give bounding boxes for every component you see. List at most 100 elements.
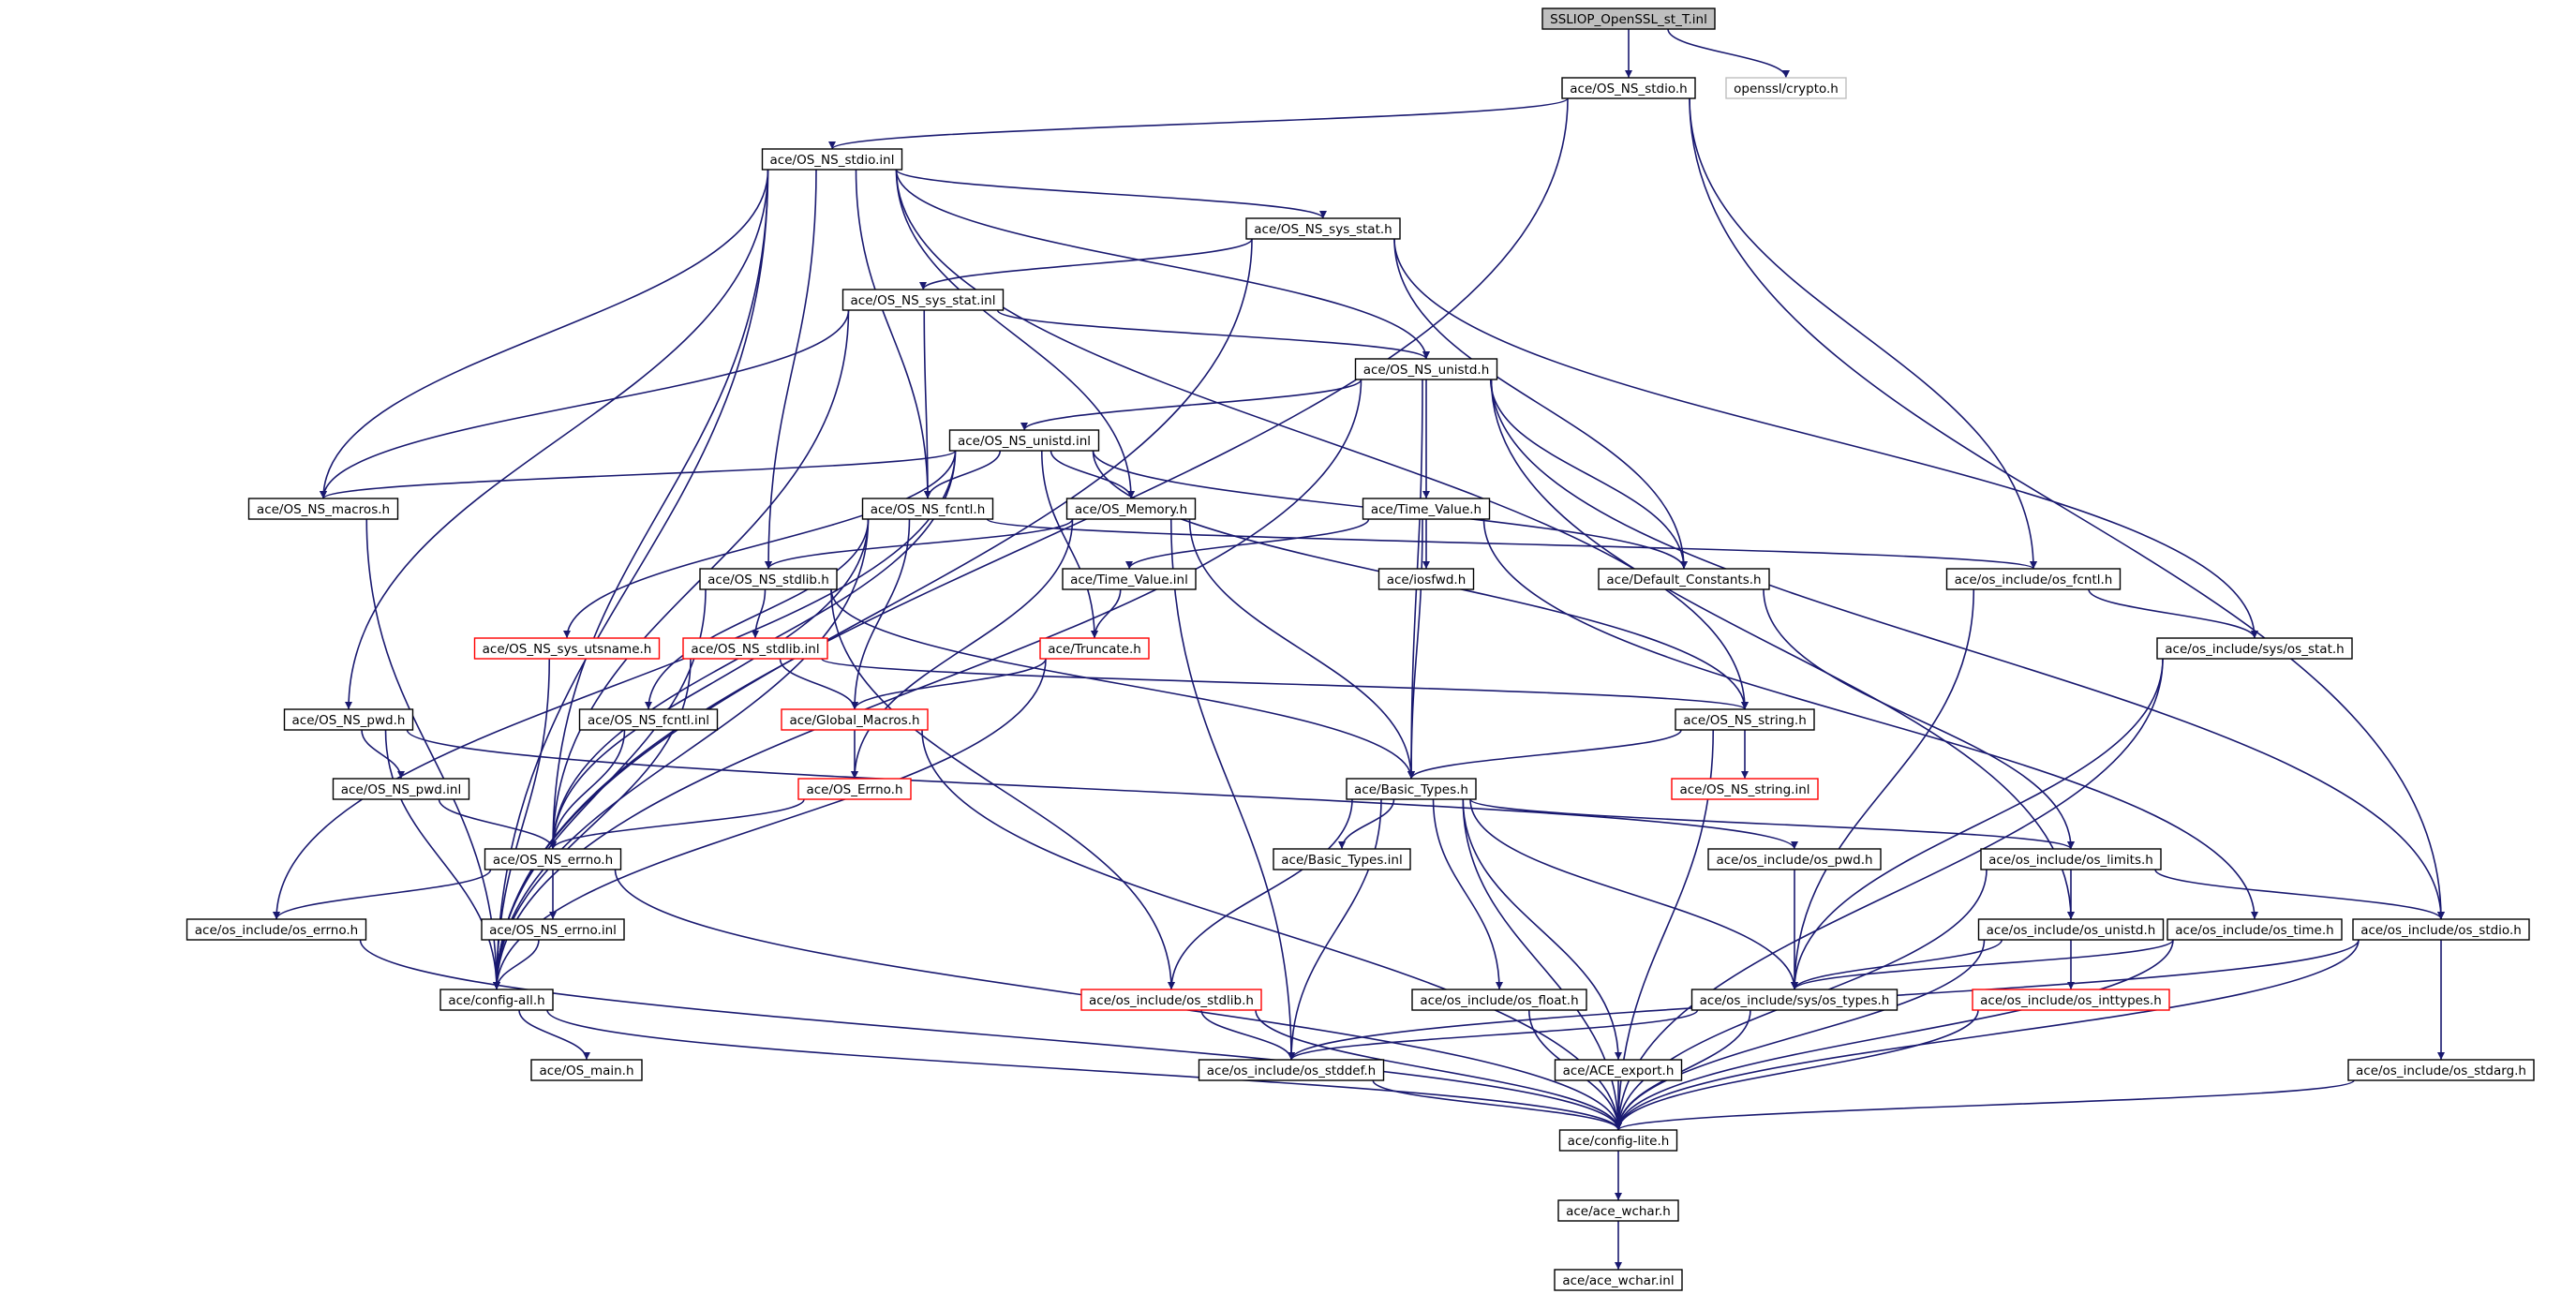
- node-box[interactable]: [1554, 1059, 1683, 1081]
- node-box[interactable]: [2167, 918, 2343, 941]
- node-pwd-h[interactable]: ace/OS_NS_pwd.h: [283, 708, 414, 731]
- node-box[interactable]: [1945, 568, 2122, 590]
- node-box[interactable]: [530, 1059, 643, 1081]
- node-string-inl[interactable]: ace/OS_NS_string.inl: [1671, 778, 1819, 800]
- node-time-value-h[interactable]: ace/Time_Value.h: [1362, 498, 1491, 520]
- node-ace-wchar-inl[interactable]: ace/ace_wchar.inl: [1554, 1269, 1683, 1291]
- node-osi-stdlib[interactable]: ace/os_include/os_stdlib.h: [1080, 989, 1262, 1011]
- node-box[interactable]: [1554, 1269, 1683, 1291]
- node-global-macros[interactable]: ace/Global_Macros.h: [781, 708, 929, 731]
- node-box[interactable]: [1675, 708, 1815, 731]
- node-box[interactable]: [1558, 1129, 1678, 1152]
- node-root[interactable]: SSLIOP_OpenSSL_st_T.inl: [1541, 7, 1716, 30]
- node-osi-limits[interactable]: ace/os_include/os_limits.h: [1980, 848, 2162, 870]
- node-box[interactable]: [797, 778, 912, 800]
- node-errno-h[interactable]: ace/OS_NS_errno.h: [484, 848, 622, 870]
- node-basic-types-inl[interactable]: ace/Basic_Types.inl: [1273, 848, 1411, 870]
- node-os-main[interactable]: ace/OS_main.h: [530, 1059, 643, 1081]
- node-box[interactable]: [1198, 1059, 1385, 1081]
- node-pwd-inl[interactable]: ace/OS_NS_pwd.inl: [332, 778, 470, 800]
- node-box[interactable]: [1707, 848, 1882, 870]
- node-sys-types[interactable]: ace/os_include/sys/os_types.h: [1690, 989, 1898, 1011]
- node-box[interactable]: [1671, 778, 1819, 800]
- node-box[interactable]: [578, 708, 719, 731]
- node-truncate[interactable]: ace/Truncate.h: [1039, 637, 1150, 660]
- node-box[interactable]: [1972, 989, 2170, 1011]
- node-ace-export[interactable]: ace/ACE_export.h: [1554, 1059, 1683, 1081]
- node-sys-stat-h[interactable]: ace/OS_NS_sys_stat.h: [1245, 217, 1401, 240]
- node-box[interactable]: [1346, 778, 1477, 800]
- node-box[interactable]: [948, 429, 1100, 452]
- node-basic-types[interactable]: ace/Basic_Types.h: [1346, 778, 1477, 800]
- node-box[interactable]: [1977, 918, 2165, 941]
- node-box[interactable]: [841, 289, 1005, 311]
- node-config-all[interactable]: ace/config-all.h: [439, 989, 554, 1011]
- node-default-constants[interactable]: ace/Default_Constants.h: [1598, 568, 1770, 590]
- node-box[interactable]: [1690, 989, 1898, 1011]
- node-box[interactable]: [1080, 989, 1262, 1011]
- node-osi-stdio[interactable]: ace/os_include/os_stdio.h: [2352, 918, 2530, 941]
- node-box[interactable]: [1561, 77, 1696, 99]
- node-box[interactable]: [1980, 848, 2162, 870]
- node-osi-stdarg[interactable]: ace/os_include/os_stdarg.h: [2347, 1059, 2535, 1081]
- node-box[interactable]: [1362, 498, 1491, 520]
- node-osi-time[interactable]: ace/os_include/os_time.h: [2167, 918, 2343, 941]
- node-osi-pwd[interactable]: ace/os_include/os_pwd.h: [1707, 848, 1882, 870]
- node-box[interactable]: [699, 568, 838, 590]
- node-box[interactable]: [247, 498, 399, 520]
- node-memory[interactable]: ace/OS_Memory.h: [1065, 498, 1197, 520]
- node-unistd-inl[interactable]: ace/OS_NS_unistd.inl: [948, 429, 1100, 452]
- node-osi-float[interactable]: ace/os_include/os_float.h: [1411, 989, 1587, 1011]
- node-fcntl-inl[interactable]: ace/OS_NS_fcntl.inl: [578, 708, 719, 731]
- node-config-lite[interactable]: ace/config-lite.h: [1558, 1129, 1678, 1152]
- node-os-errno-h[interactable]: ace/OS_Errno.h: [797, 778, 912, 800]
- node-box[interactable]: [484, 848, 622, 870]
- node-box[interactable]: [1354, 358, 1498, 380]
- node-box[interactable]: [761, 148, 903, 171]
- node-box[interactable]: [1557, 1199, 1679, 1222]
- node-box[interactable]: [186, 918, 367, 941]
- node-box[interactable]: [481, 918, 625, 941]
- node-iosfwd[interactable]: ace/iosfwd.h: [1377, 568, 1475, 590]
- node-box[interactable]: [2156, 637, 2353, 660]
- node-errno-inl[interactable]: ace/OS_NS_errno.inl: [481, 918, 625, 941]
- node-box[interactable]: [473, 637, 661, 660]
- node-osi-unistd[interactable]: ace/os_include/os_unistd.h: [1977, 918, 2165, 941]
- node-box[interactable]: [1598, 568, 1770, 590]
- node-fcntl-h[interactable]: ace/OS_NS_fcntl.h: [861, 498, 994, 520]
- node-box[interactable]: [682, 637, 828, 660]
- node-box[interactable]: [1065, 498, 1197, 520]
- node-osi-errno[interactable]: ace/os_include/os_errno.h: [186, 918, 367, 941]
- node-osi-stddef[interactable]: ace/os_include/os_stddef.h: [1198, 1059, 1385, 1081]
- node-stdlib-h[interactable]: ace/OS_NS_stdlib.h: [699, 568, 838, 590]
- node-osi-fcntl[interactable]: ace/os_include/os_fcntl.h: [1945, 568, 2122, 590]
- node-stdio-inl[interactable]: ace/OS_NS_stdio.inl: [761, 148, 903, 171]
- node-box[interactable]: [1725, 77, 1847, 99]
- node-utsname[interactable]: ace/OS_NS_sys_utsname.h: [473, 637, 661, 660]
- node-string-h[interactable]: ace/OS_NS_string.h: [1675, 708, 1815, 731]
- node-box[interactable]: [1245, 217, 1401, 240]
- node-box[interactable]: [1039, 637, 1150, 660]
- node-crypto[interactable]: openssl/crypto.h: [1725, 77, 1847, 99]
- node-box[interactable]: [2347, 1059, 2535, 1081]
- node-time-value-inl[interactable]: ace/Time_Value.inl: [1062, 568, 1197, 590]
- node-macros[interactable]: ace/OS_NS_macros.h: [247, 498, 399, 520]
- node-stdio-h[interactable]: ace/OS_NS_stdio.h: [1561, 77, 1696, 99]
- node-box[interactable]: [1062, 568, 1197, 590]
- node-box[interactable]: [1411, 989, 1587, 1011]
- node-sys-os-stat[interactable]: ace/os_include/sys/os_stat.h: [2156, 637, 2353, 660]
- node-unistd-h[interactable]: ace/OS_NS_unistd.h: [1354, 358, 1498, 380]
- node-box[interactable]: [861, 498, 994, 520]
- node-box[interactable]: [781, 708, 929, 731]
- node-box[interactable]: [283, 708, 414, 731]
- node-box[interactable]: [332, 778, 470, 800]
- node-box[interactable]: [1541, 7, 1716, 30]
- node-stdlib-inl[interactable]: ace/OS_NS_stdlib.inl: [682, 637, 828, 660]
- node-sys-stat-inl[interactable]: ace/OS_NS_sys_stat.inl: [841, 289, 1005, 311]
- node-box[interactable]: [1273, 848, 1411, 870]
- node-box[interactable]: [439, 989, 554, 1011]
- node-ace-wchar-h[interactable]: ace/ace_wchar.h: [1557, 1199, 1679, 1222]
- node-box[interactable]: [1377, 568, 1475, 590]
- node-inttypes[interactable]: ace/os_include/os_inttypes.h: [1972, 989, 2170, 1011]
- node-box[interactable]: [2352, 918, 2530, 941]
